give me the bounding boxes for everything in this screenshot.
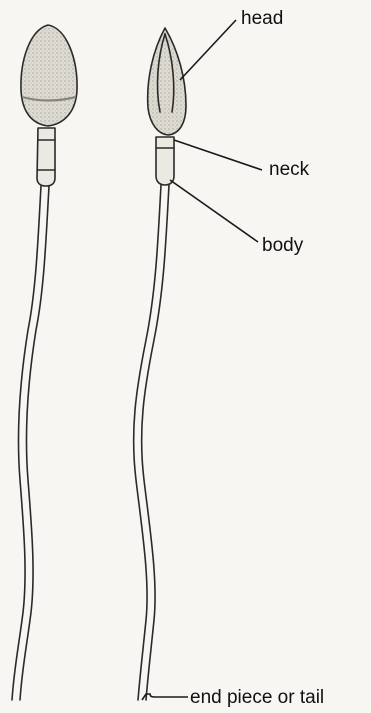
head-leader-line bbox=[180, 20, 236, 80]
sperm-side-view bbox=[134, 28, 186, 700]
neck-label: neck bbox=[269, 159, 310, 180]
sperm-neck-side-view bbox=[156, 137, 174, 185]
sperm-head-face-view bbox=[21, 25, 77, 126]
neck-leader-line bbox=[174, 140, 262, 170]
tail-leader-line bbox=[142, 694, 188, 700]
tail-label: end piece or tail bbox=[190, 687, 324, 708]
sperm-tail-face-view-right-edge bbox=[20, 186, 49, 700]
sperm-tail-side-view-left-edge bbox=[134, 185, 161, 700]
sperm-face-view bbox=[12, 25, 77, 700]
body-leader-line bbox=[170, 180, 258, 242]
sperm-neck-face-view bbox=[37, 128, 55, 186]
body-label: body bbox=[262, 235, 304, 256]
head-label: head bbox=[241, 8, 283, 29]
sperm-head-side-view bbox=[148, 28, 186, 135]
